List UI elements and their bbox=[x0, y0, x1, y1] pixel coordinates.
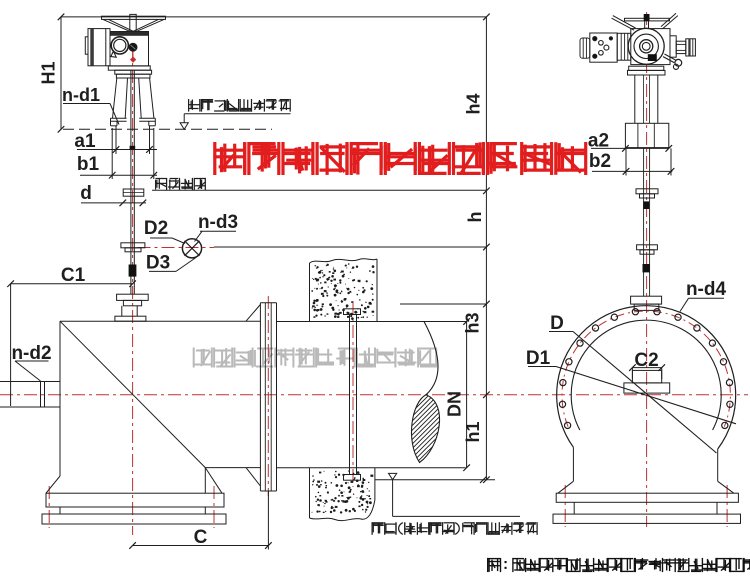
svg-text:n-d1: n-d1 bbox=[62, 85, 100, 105]
svg-text:n-d2: n-d2 bbox=[11, 343, 51, 364]
svg-text:n-d3: n-d3 bbox=[198, 212, 238, 233]
svg-text:D1: D1 bbox=[526, 348, 551, 369]
svg-text:DN: DN bbox=[445, 391, 465, 417]
svg-text:b2: b2 bbox=[589, 151, 611, 172]
svg-text:a2: a2 bbox=[588, 131, 609, 152]
svg-text:C: C bbox=[194, 527, 208, 548]
svg-text:d: d bbox=[80, 183, 92, 204]
svg-text:D2: D2 bbox=[144, 218, 168, 239]
svg-text:C1: C1 bbox=[61, 265, 86, 286]
svg-text:b1: b1 bbox=[77, 154, 100, 175]
svg-text:h4: h4 bbox=[464, 93, 484, 114]
svg-text:h3: h3 bbox=[463, 312, 483, 333]
svg-text:H1: H1 bbox=[39, 61, 59, 84]
svg-text:h: h bbox=[465, 212, 485, 223]
svg-text:h1: h1 bbox=[463, 421, 483, 442]
svg-text:D3: D3 bbox=[146, 253, 170, 274]
svg-text:D: D bbox=[550, 313, 564, 334]
svg-text:n-d4: n-d4 bbox=[686, 279, 727, 300]
svg-text:a1: a1 bbox=[74, 131, 96, 152]
svg-text:C2: C2 bbox=[634, 350, 658, 371]
